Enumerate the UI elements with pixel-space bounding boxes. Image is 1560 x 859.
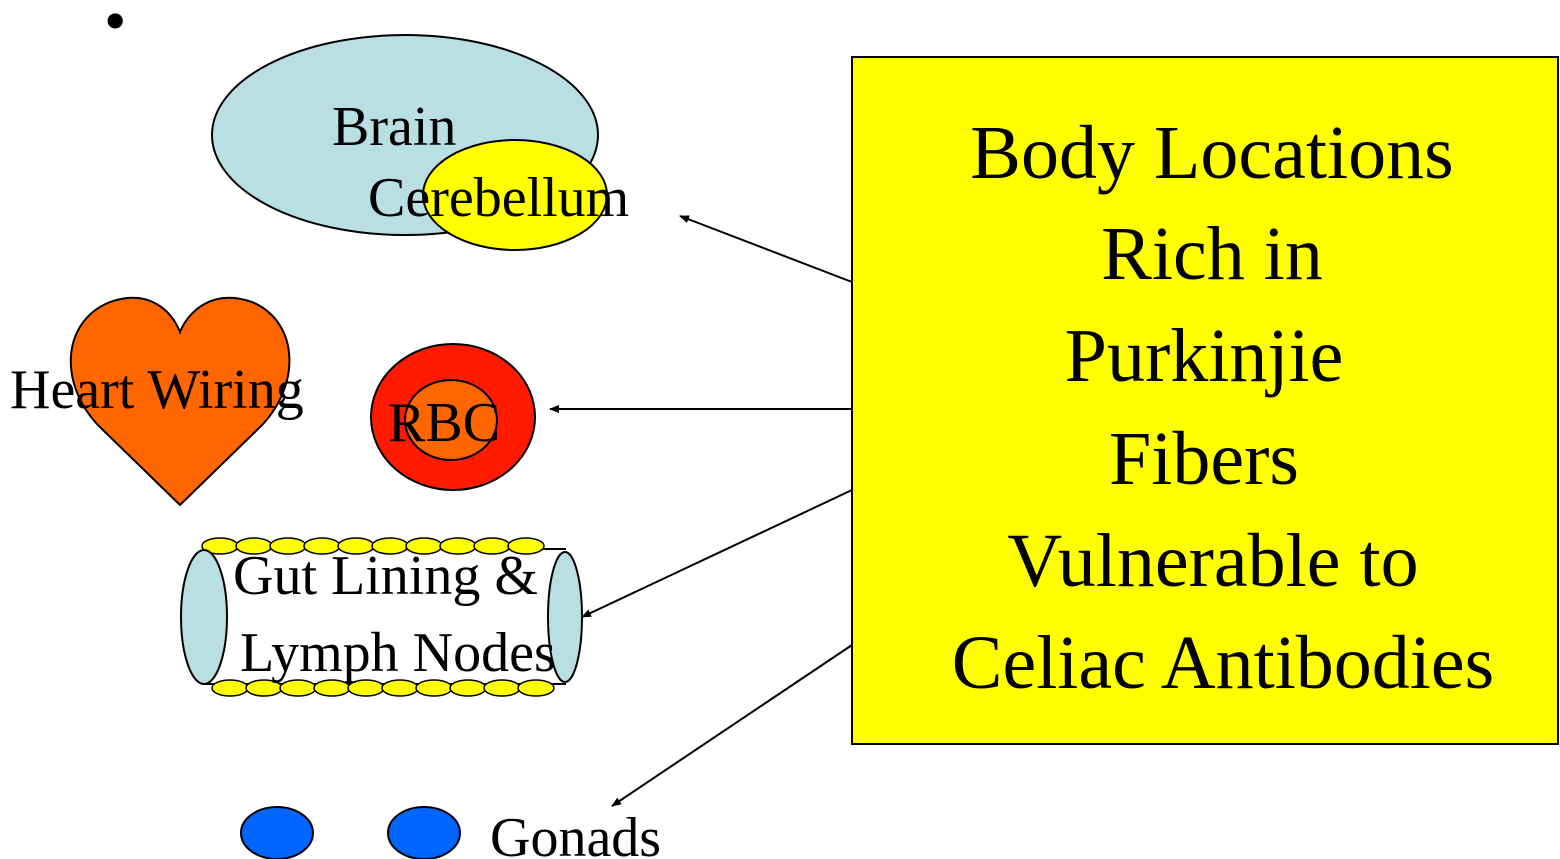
callout-line-3: Purkinjie <box>1065 314 1344 398</box>
cerebellum-label: Cerebellum <box>368 167 629 229</box>
cerebellum-shape <box>422 139 608 251</box>
gut-label-line2: Lymph Nodes <box>240 622 556 684</box>
arrow-to-gut <box>581 489 853 618</box>
gut-bead-bottom <box>517 679 555 697</box>
gut-left-end <box>180 549 228 685</box>
gut-tube <box>180 537 583 697</box>
gonad-right-shape <box>387 806 461 859</box>
gut-bead-top <box>507 537 545 555</box>
gonad-left-shape <box>240 806 314 859</box>
callout-line-1: Body Locations <box>970 111 1453 195</box>
heart-label: Heart Wiring <box>10 359 304 421</box>
rbc-label: RBC <box>388 392 500 454</box>
rbc-inner-shape <box>404 379 498 461</box>
callout-text: Body Locations Rich in Purkinjie Fibers … <box>952 111 1494 705</box>
callout-line-4: Fibers <box>1109 417 1299 501</box>
heart-shape <box>69 296 291 507</box>
arrow-to-cerebellum <box>679 215 853 283</box>
arrow-to-gonads <box>611 644 853 807</box>
callout-line-5: Vulnerable to <box>1007 519 1418 603</box>
callout-box <box>851 56 1559 745</box>
gonads-label: Gonads <box>490 807 661 859</box>
callout-line-2: Rich in <box>1101 212 1323 296</box>
callout-line-6: Celiac Antibodies <box>952 621 1494 705</box>
brain-label: Brain <box>332 96 456 158</box>
gut-label-line1: Gut Lining & <box>233 545 538 607</box>
bullet-point: • <box>104 0 126 56</box>
